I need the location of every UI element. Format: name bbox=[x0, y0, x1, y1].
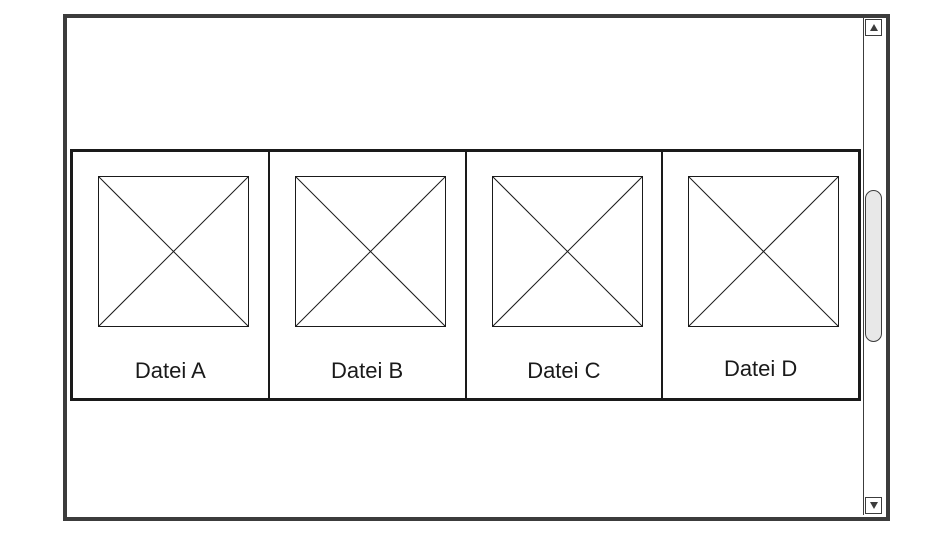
image-placeholder-icon bbox=[294, 176, 446, 327]
image-placeholder-icon bbox=[688, 176, 840, 327]
file-strip: Datei A Datei B Datei C Datei D bbox=[70, 149, 861, 401]
image-placeholder-icon bbox=[98, 176, 249, 327]
scroll-down-button[interactable] bbox=[865, 497, 882, 514]
file-tile-a[interactable]: Datei A bbox=[73, 152, 270, 398]
file-tile-b[interactable]: Datei B bbox=[270, 152, 467, 398]
scroll-up-button[interactable] bbox=[865, 19, 882, 36]
vertical-scrollbar[interactable] bbox=[863, 18, 883, 515]
file-label: Datei A bbox=[134, 358, 206, 383]
file-label: Datei D bbox=[723, 356, 798, 381]
triangle-down-icon bbox=[870, 502, 878, 509]
file-label: Datei C bbox=[527, 358, 601, 383]
file-tile-c[interactable]: Datei C bbox=[467, 152, 664, 398]
scroll-thumb[interactable] bbox=[865, 190, 882, 342]
image-placeholder-icon bbox=[491, 176, 643, 327]
triangle-up-icon bbox=[870, 24, 878, 31]
file-tile-d[interactable]: Datei D bbox=[663, 152, 858, 398]
file-label: Datei B bbox=[331, 358, 404, 383]
